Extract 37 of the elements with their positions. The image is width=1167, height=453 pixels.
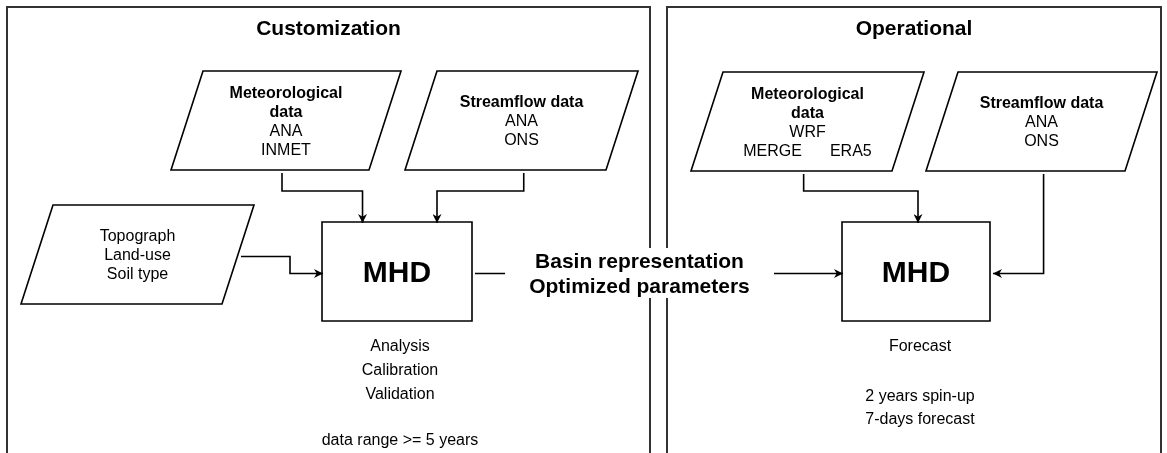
source-name: INMET bbox=[261, 139, 311, 159]
note-text: 2 years spin-up 7-days forecast bbox=[864, 386, 976, 429]
note-text: Analysis Calibration Validation bbox=[361, 336, 439, 404]
data-heading: Meteorological data bbox=[750, 83, 865, 122]
data-parallelogram bbox=[404, 70, 639, 171]
source-name: ANA bbox=[1025, 112, 1058, 131]
arrow bbox=[281, 172, 367, 224]
source-name: ERA5 bbox=[829, 140, 872, 160]
note-text: data range >= 5 years bbox=[321, 430, 479, 450]
process-box bbox=[321, 221, 473, 322]
source-name: Land-use bbox=[104, 245, 171, 264]
source-name: ANA bbox=[269, 120, 303, 140]
node-label: MHD bbox=[881, 254, 951, 289]
source-name: WRF bbox=[789, 121, 826, 141]
source-name: MERGE bbox=[743, 140, 802, 160]
source-name: Soil type bbox=[106, 264, 169, 283]
data-heading: Streamflow data bbox=[979, 93, 1104, 112]
source-name: ONS bbox=[1024, 131, 1059, 150]
arrow bbox=[992, 173, 1045, 278]
note-text: Forecast bbox=[888, 336, 952, 356]
edge-label: Basin representation Optimized parameters bbox=[505, 248, 774, 298]
process-box bbox=[841, 221, 991, 322]
data-parallelogram bbox=[690, 71, 925, 172]
data-heading: Meteorological data bbox=[228, 82, 344, 121]
data-parallelogram bbox=[925, 71, 1158, 172]
arrow bbox=[240, 255, 324, 278]
arrow bbox=[432, 172, 525, 224]
data-heading: Streamflow data bbox=[459, 92, 584, 111]
source-name: ONS bbox=[504, 130, 539, 149]
data-parallelogram bbox=[170, 70, 402, 171]
source-name: Topograph bbox=[99, 226, 176, 245]
section-title: Customization bbox=[256, 16, 401, 40]
data-parallelogram bbox=[20, 204, 255, 305]
arrow bbox=[802, 173, 923, 224]
node-label: MHD bbox=[362, 254, 432, 289]
source-name: ANA bbox=[505, 111, 538, 130]
section-title: Operational bbox=[855, 16, 973, 40]
